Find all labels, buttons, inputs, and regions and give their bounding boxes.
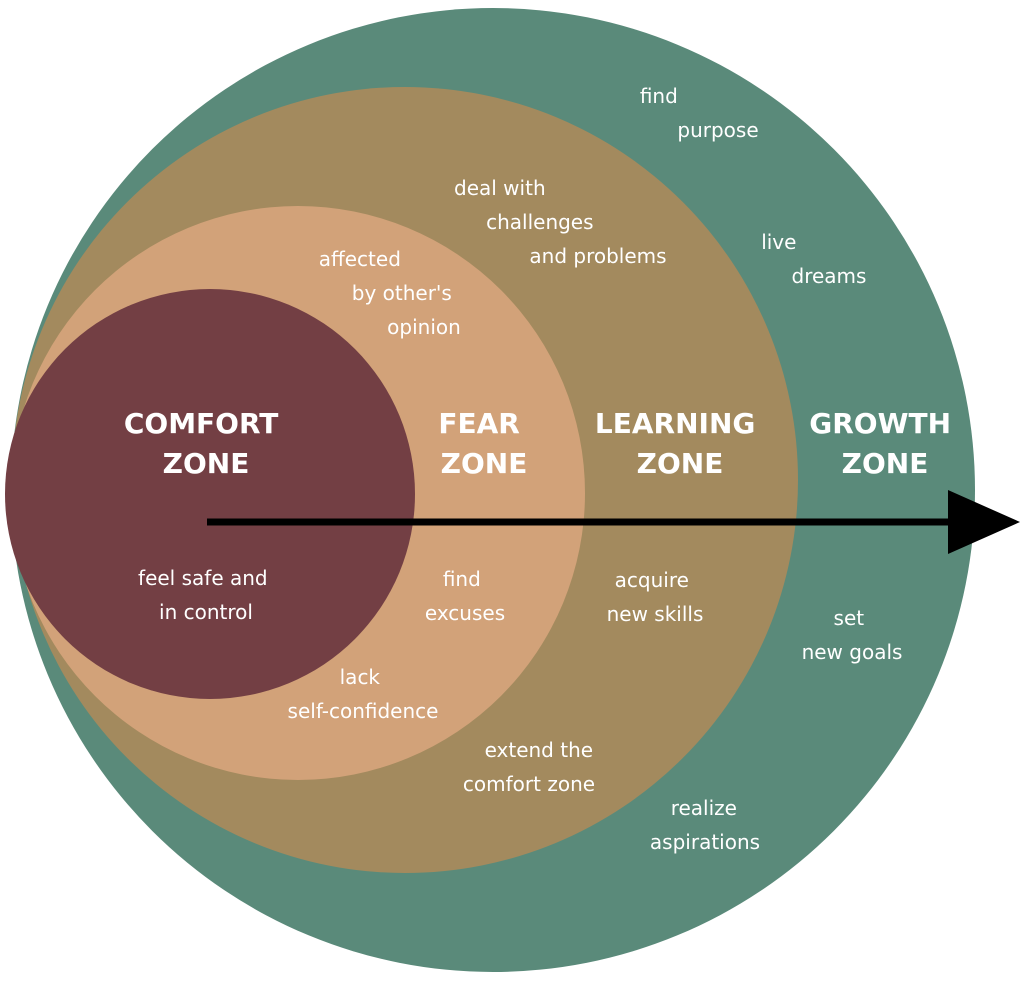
growth-item-realize-aspirations-line-2: aspirations — [650, 830, 760, 854]
fear-item-find-excuses: find excuses — [425, 567, 505, 625]
growth-item-live-dreams-line-1: live — [761, 230, 796, 254]
growth-item-find-purpose-line-1: find — [640, 84, 678, 108]
comfort-item-feel-safe: feel safe and in control — [138, 566, 274, 624]
learning-item-acquire-skills-line-1: acquire — [615, 568, 689, 592]
fear-zone-title: FEAR ZONE — [438, 407, 529, 480]
learning-item-deal-with-challenges-line-1: deal with — [454, 176, 546, 200]
learning-item-extend-comfort-zone-line-1: extend the — [485, 738, 594, 762]
comfort-zone-title-line-2: ZONE — [163, 447, 250, 480]
growth-arrow-head — [948, 490, 1020, 554]
fear-zone-title-line-1: FEAR — [438, 407, 519, 440]
fear-item-find-excuses-line-2: excuses — [425, 601, 505, 625]
learning-zone-title-line-1: LEARNING — [595, 407, 755, 440]
learning-item-deal-with-challenges: deal with challenges and problems — [454, 176, 667, 268]
fear-item-lack-self-confidence-line-1: lack — [340, 665, 381, 689]
growth-item-set-goals-line-2: new goals — [802, 640, 903, 664]
growth-item-find-purpose-line-2: purpose — [677, 118, 758, 142]
fear-item-find-excuses-line-1: find — [443, 567, 481, 591]
learning-zone-title-line-2: ZONE — [637, 447, 724, 480]
learning-item-deal-with-challenges-line-2: challenges — [486, 210, 593, 234]
fear-item-others-opinion-line-2: by other's — [352, 281, 452, 305]
growth-item-set-goals: set new goals — [802, 606, 903, 664]
comfort-item-feel-safe-line-1: feel safe and — [138, 566, 268, 590]
growth-item-realize-aspirations: realize aspirations — [650, 796, 760, 854]
growth-zone-title-line-2: ZONE — [842, 447, 929, 480]
fear-item-others-opinion: affected by other's opinion — [319, 247, 461, 339]
learning-item-deal-with-challenges-line-3: and problems — [529, 244, 666, 268]
growth-item-find-purpose: find purpose — [640, 84, 759, 142]
fear-item-lack-self-confidence-line-2: self-confidence — [288, 699, 439, 723]
comfort-zone-title-line-1: COMFORT — [124, 407, 279, 440]
learning-item-acquire-skills: acquire new skills — [607, 568, 704, 626]
growth-zone-title-line-1: GROWTH — [809, 407, 951, 440]
comfort-zone-title: COMFORT ZONE — [124, 407, 288, 480]
learning-item-acquire-skills-line-2: new skills — [607, 602, 704, 626]
fear-item-lack-self-confidence: lack self-confidence — [288, 665, 439, 723]
fear-item-others-opinion-line-3: opinion — [387, 315, 461, 339]
comfort-zone-circle — [5, 289, 415, 699]
learning-zone-title: LEARNING ZONE — [595, 407, 765, 480]
growth-zone-title: GROWTH ZONE — [809, 407, 961, 480]
growth-item-realize-aspirations-line-1: realize — [671, 796, 737, 820]
growth-item-live-dreams-line-2: dreams — [792, 264, 867, 288]
learning-item-extend-comfort-zone-line-2: comfort zone — [463, 772, 595, 796]
fear-item-others-opinion-line-1: affected — [319, 247, 401, 271]
fear-zone-title-line-2: ZONE — [441, 447, 528, 480]
learning-item-extend-comfort-zone: extend the comfort zone — [463, 738, 600, 796]
growth-item-live-dreams: live dreams — [761, 230, 866, 288]
growth-item-set-goals-line-1: set — [834, 606, 865, 630]
comfort-item-feel-safe-line-2: in control — [159, 600, 253, 624]
